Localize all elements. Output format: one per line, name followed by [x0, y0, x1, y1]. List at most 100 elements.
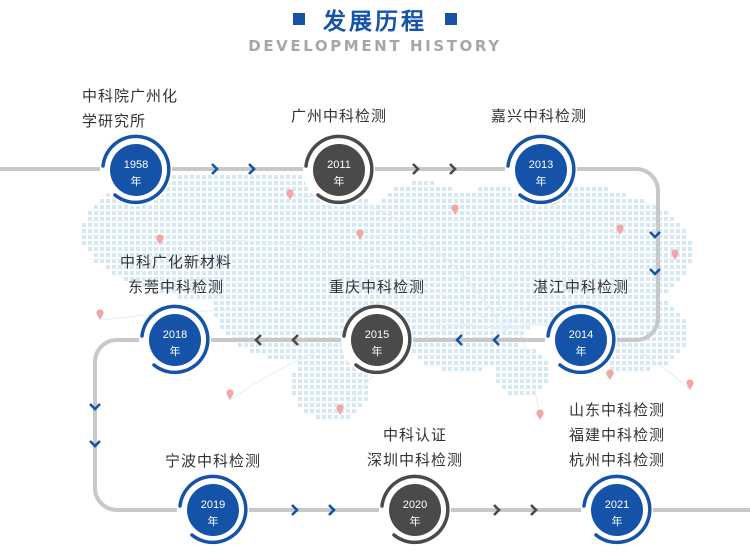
node-disc — [389, 484, 441, 536]
node-year-unit: 年 — [410, 514, 421, 528]
milestone-node-2013: 2013 年 — [505, 134, 577, 206]
node-ring — [304, 134, 374, 205]
milestone-node-2011: 2011 年 — [303, 134, 375, 206]
node-ring — [342, 304, 412, 375]
title-square-left-icon — [293, 13, 305, 25]
page-title: 发展历程 — [323, 9, 427, 35]
milestone-label-line: 中科认证 — [382, 426, 448, 444]
milestone-label-2021: 山东中科检测福建中科检测杭州中科检测 — [569, 398, 665, 473]
node-year: 1958 — [124, 159, 148, 171]
milestone-label-line: 东莞中科检测 — [127, 278, 225, 296]
chevron-right-icon — [291, 504, 299, 516]
milestone-node-2018: 2018 年 — [139, 304, 211, 376]
milestone-label-line: 嘉兴中科检测 — [490, 107, 588, 125]
milestone-label-2011: 广州中科检测 — [291, 104, 387, 129]
milestone-label-line: 重庆中科检测 — [328, 278, 426, 296]
location-pin-icon — [156, 234, 164, 245]
milestone-label-line: 深圳中科检测 — [366, 451, 464, 469]
node-year: 2011 — [327, 159, 351, 171]
chevron-right-icon — [328, 504, 336, 516]
title-square-right-icon — [445, 13, 457, 25]
node-disc — [555, 314, 607, 366]
milestone-label-line: 宁波中科检测 — [164, 452, 262, 470]
milestone-node-2014: 2014 年 — [545, 304, 617, 376]
milestone-node-1958: 1958 年 — [100, 134, 172, 206]
milestone-label-2013: 嘉兴中科检测 — [491, 104, 587, 129]
milestone-label-2018: 中科广化新材料东莞中科检测 — [120, 250, 232, 300]
chevron-right-icon — [412, 163, 420, 175]
node-ring — [546, 304, 616, 375]
milestone-label-line: 中科院广州化 — [82, 87, 179, 105]
location-pin-icon — [606, 369, 614, 380]
timeline-arrows — [89, 163, 661, 516]
node-year-unit: 年 — [612, 514, 623, 528]
milestone-label-line: 福建中科检测 — [568, 426, 666, 444]
location-pin-icon — [356, 229, 364, 240]
milestone-label-line: 山东中科检测 — [568, 401, 666, 419]
chevron-down-icon — [89, 440, 101, 448]
milestone-label-2014: 湛江中科检测 — [533, 275, 629, 300]
node-year: 2019 — [201, 499, 225, 511]
chevron-down-icon — [649, 268, 661, 276]
milestone-label-line: 学研究所 — [82, 112, 147, 130]
location-pin-icon — [286, 189, 294, 200]
node-year: 2018 — [163, 329, 187, 341]
milestone-label-line: 杭州中科检测 — [568, 451, 666, 469]
world-map-background — [82, 175, 694, 421]
milestone-label-line: 广州中科检测 — [290, 107, 388, 125]
node-ring — [101, 134, 171, 205]
node-year-unit: 年 — [372, 344, 383, 358]
milestone-label-line: 中科广化新材料 — [119, 253, 233, 271]
chevron-down-icon — [649, 231, 661, 239]
milestone-node-2015: 2015 年 — [341, 304, 413, 376]
chevron-right-icon — [248, 163, 256, 175]
location-pin-icon — [226, 389, 234, 400]
node-year: 2013 — [529, 159, 553, 171]
node-disc — [149, 314, 201, 366]
page-subtitle: DEVELOPMENT HISTORY — [248, 37, 502, 55]
node-year-unit: 年 — [334, 174, 345, 188]
node-year: 2014 — [569, 329, 593, 341]
node-year: 2020 — [403, 499, 427, 511]
location-pin-icon — [616, 224, 624, 235]
node-disc — [515, 144, 567, 196]
title-row: 发展历程 — [0, 2, 750, 36]
timeline-nodes: 1958 年 2011 年 2013 年 2014 年 2015 年 2018 年 2019 年 2020 年… — [100, 134, 653, 546]
location-pin-icon — [536, 409, 544, 420]
chevron-left-icon — [291, 334, 299, 346]
chevron-right-icon — [211, 163, 219, 175]
node-disc — [591, 484, 643, 536]
milestone-node-2020: 2020 年 — [379, 474, 451, 546]
node-year-unit: 年 — [170, 344, 181, 358]
location-pin-icon — [96, 309, 104, 320]
node-ring — [178, 474, 248, 545]
node-disc — [110, 144, 162, 196]
location-pin-icon — [336, 404, 344, 415]
node-ring — [582, 474, 652, 545]
node-year-unit: 年 — [536, 174, 547, 188]
milestone-node-2019: 2019 年 — [177, 474, 249, 546]
chevron-down-icon — [89, 403, 101, 411]
node-ring — [506, 134, 576, 205]
node-disc — [351, 314, 403, 366]
location-pin-icon — [686, 379, 694, 390]
node-ring — [380, 474, 450, 545]
chevron-left-icon — [492, 334, 500, 346]
node-year-unit: 年 — [131, 174, 142, 188]
chevron-right-icon — [530, 504, 538, 516]
milestone-label-line: 湛江中科检测 — [532, 278, 630, 296]
chevron-right-icon — [493, 504, 501, 516]
node-year-unit: 年 — [576, 344, 587, 358]
location-pin-icon — [451, 204, 459, 215]
node-year-unit: 年 — [208, 514, 219, 528]
node-year: 2015 — [365, 329, 389, 341]
milestone-label-1958: 中科院广州化学研究所 — [82, 84, 178, 134]
milestone-label-2015: 重庆中科检测 — [329, 275, 425, 300]
node-disc — [313, 144, 365, 196]
location-pin-icon — [671, 249, 679, 260]
map-dots — [82, 175, 692, 419]
node-ring — [140, 304, 210, 375]
milestone-label-2019: 宁波中科检测 — [165, 449, 261, 474]
